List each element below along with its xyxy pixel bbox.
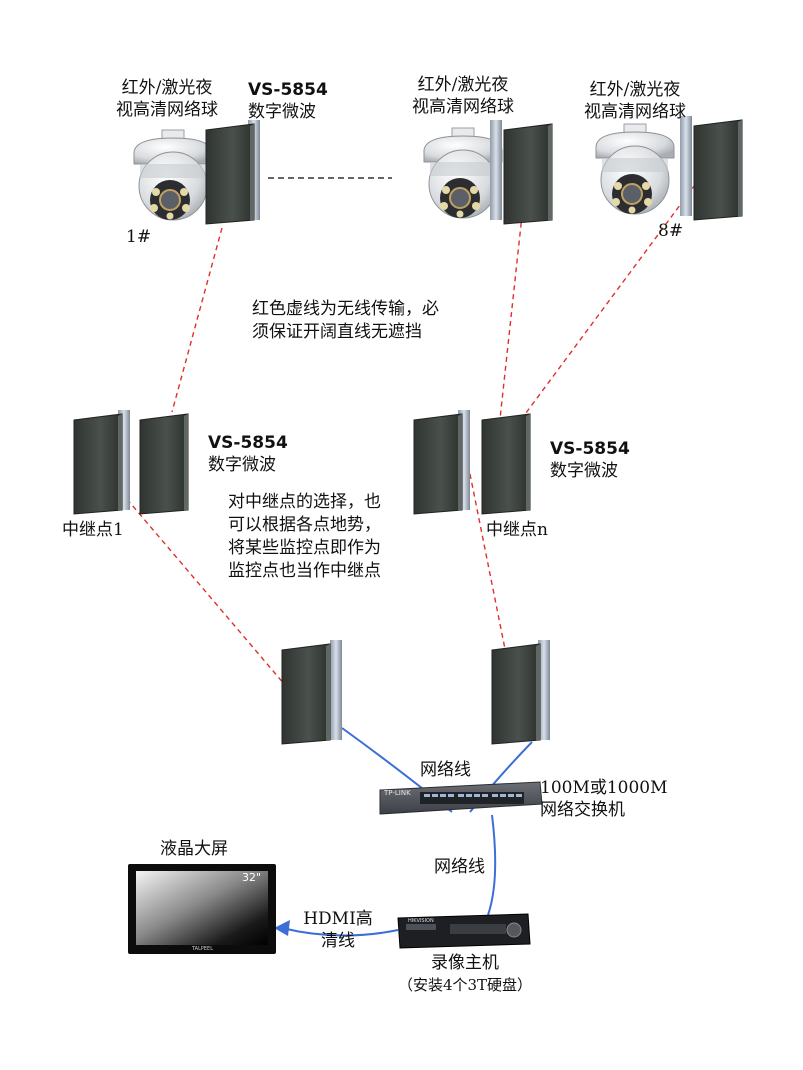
wireless-note-line2: 须保证开阔直线无遮挡 — [252, 322, 422, 342]
network-cables — [281, 727, 533, 937]
monitor-label: 液晶大屏 — [160, 839, 228, 859]
relay-1-label: 中继点1 — [62, 520, 124, 540]
relay-n-label: 中继点n — [486, 520, 548, 540]
wireless-link-cam8-relayn — [499, 169, 707, 449]
wireless-note: 红色虚线为无线传输，必 须保证开阔直线无遮挡 — [252, 298, 439, 344]
monitor-brand: TALPEEL — [192, 946, 213, 952]
microwave-top-model: VS-5854 — [248, 80, 328, 100]
base-pole-1 — [330, 640, 342, 740]
relay-note-line2: 可以根据各点地势， — [228, 515, 381, 535]
nvr-label: 录像主机 （安装4个3T硬盘） — [380, 952, 550, 996]
camera-8-tag: 8# — [658, 221, 684, 241]
relay-1-panel-left — [73, 413, 123, 515]
hdmi-arrow-head — [274, 920, 290, 936]
camera-1-label-line1: 红外/激光夜 — [121, 78, 213, 98]
cable-switch-nvr — [487, 814, 497, 916]
relay-note: 对中继点的选择，也 可以根据各点地势， 将某些监控点即作为 监控点也当作中继点 — [228, 491, 381, 583]
cable-label-bottom: 网络线 — [434, 857, 485, 877]
relay-note-line4: 监控点也当作中继点 — [228, 561, 381, 581]
hdmi-label-line1: HDMI高 — [303, 909, 373, 929]
relay-note-line3: 将某些监控点即作为 — [228, 538, 381, 558]
hdmi-label: HDMI高 清线 — [300, 908, 376, 952]
camera-1-label: 红外/激光夜 视高清网络球 — [112, 77, 222, 121]
microwave-top-2 — [503, 123, 553, 225]
relay-1-model: VS-5854 — [208, 433, 288, 453]
relay-n-microwave-label: VS-5854 数字微波 — [550, 438, 630, 482]
microwave-top-label: VS-5854 数字微波 — [248, 79, 328, 123]
nvr-brand: HIKVISION — [408, 918, 434, 924]
base-panel-2 — [491, 643, 541, 745]
relay-1-microwave-label: VS-5854 数字微波 — [208, 432, 288, 476]
relay-n-panel-right — [481, 413, 531, 515]
nvr-label-line1: 录像主机 — [431, 953, 499, 973]
microwave-top-8 — [693, 119, 743, 221]
wireless-link-relayn-base2 — [469, 473, 515, 695]
relay-note-line1: 对中继点的选择，也 — [228, 492, 381, 512]
camera-2-label-line1: 红外/激光夜 — [417, 75, 509, 95]
relay-1-panel-right — [139, 413, 189, 515]
lcd-monitor — [128, 864, 276, 954]
relay-n-model: VS-5854 — [550, 439, 630, 459]
camera-2-label: 红外/激光夜 视高清网络球 — [408, 74, 518, 118]
relay-1-name: 数字微波 — [208, 455, 276, 475]
switch-label-line2: 网络交换机 — [540, 800, 625, 820]
camera-1 — [133, 129, 213, 221]
microwave-top-1 — [205, 123, 255, 225]
switch-brand: TP-LINK — [384, 789, 411, 797]
network-switch — [379, 781, 543, 815]
camera-8 — [595, 123, 675, 215]
switch-label-line1: 100M或1000M — [540, 778, 668, 798]
camera-1-label-line2: 视高清网络球 — [116, 100, 218, 120]
hdmi-label-line2: 清线 — [321, 931, 355, 951]
camera-1-tag: 1# — [126, 227, 152, 247]
relay-n-panel-left — [413, 413, 463, 515]
nvr-label-line2: （安装4个3T硬盘） — [397, 976, 533, 994]
wireless-note-line1: 红色虚线为无线传输，必 — [252, 299, 439, 319]
base-panel-1 — [281, 643, 331, 745]
pole-top-2 — [490, 120, 502, 220]
camera-8-label-line2: 视高清网络球 — [584, 102, 686, 122]
camera-8-label-line1: 红外/激光夜 — [589, 80, 681, 100]
relay-n-name: 数字微波 — [550, 461, 618, 481]
cable-label-top: 网络线 — [420, 760, 471, 780]
camera-2-label-line2: 视高清网络球 — [412, 97, 514, 117]
switch-label: 100M或1000M 网络交换机 — [540, 777, 668, 821]
cable-nvr-monitor — [281, 927, 399, 937]
wireless-link-cam1-relay1 — [171, 227, 223, 413]
microwave-top-name: 数字微波 — [248, 102, 316, 122]
camera-8-label: 红外/激光夜 视高清网络球 — [580, 79, 690, 123]
monitor-size: 32" — [242, 871, 262, 884]
nvr-recorder — [397, 913, 531, 949]
pole-top-8 — [680, 116, 692, 216]
